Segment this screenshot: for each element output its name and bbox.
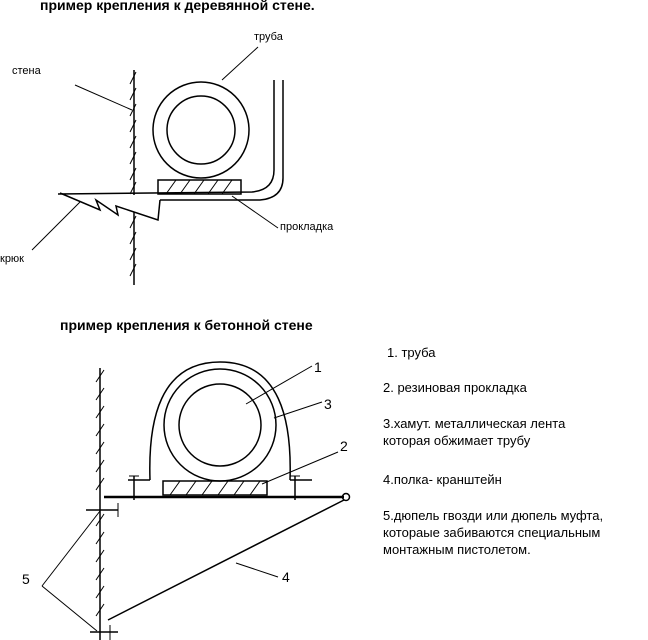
legend-item-5-line-3: монтажным пистолетом. [383,542,531,557]
bottom-leaders [41,365,339,632]
callout-1: 1 [314,359,322,375]
callout-5: 5 [22,571,30,587]
clamp-band [128,361,312,481]
legend: 1. труба 2. резиновая прокладка 3.хамут.… [383,345,603,557]
top-pipe [152,81,250,179]
concrete-wall [95,368,105,640]
hook [59,192,161,222]
bottom-title: пример крепления к бетонной стене [60,317,313,333]
wooden-wall [129,70,137,285]
pipe-label: труба [254,31,284,43]
concrete-wall-hatching [95,369,105,617]
callout-2: 2 [340,438,348,454]
legend-item-3-line-1: 3.хамут. металлическая лента [383,416,566,431]
legend-item-5-line-2: котораые забиваются специальным [383,525,600,540]
bottom-pipe [163,368,277,482]
hook-label: крюк [0,253,24,265]
shelf-bracket [104,492,351,621]
top-leaders [31,46,279,251]
callout-3: 3 [324,396,332,412]
wall-hatching [129,71,137,277]
gasket-label: прокладка [280,221,334,233]
dowel-fasteners [86,475,300,640]
legend-item-1: 1. труба [387,345,436,360]
bottom-gasket [162,480,268,496]
top-bracket-strip [57,80,284,201]
callout-4: 4 [282,569,290,585]
wall-label: стена [12,65,42,77]
legend-item-2: 2. резиновая прокладка [383,380,528,395]
legend-item-3-line-2: которая обжимает трубу [383,433,531,448]
legend-item-5-line-1: 5.дюпель гвозди или дюпель муфта, [383,508,603,523]
legend-item-4: 4.полка- кранштейн [383,472,502,487]
top-title: пример крепления к деревянной стене. [40,0,315,13]
